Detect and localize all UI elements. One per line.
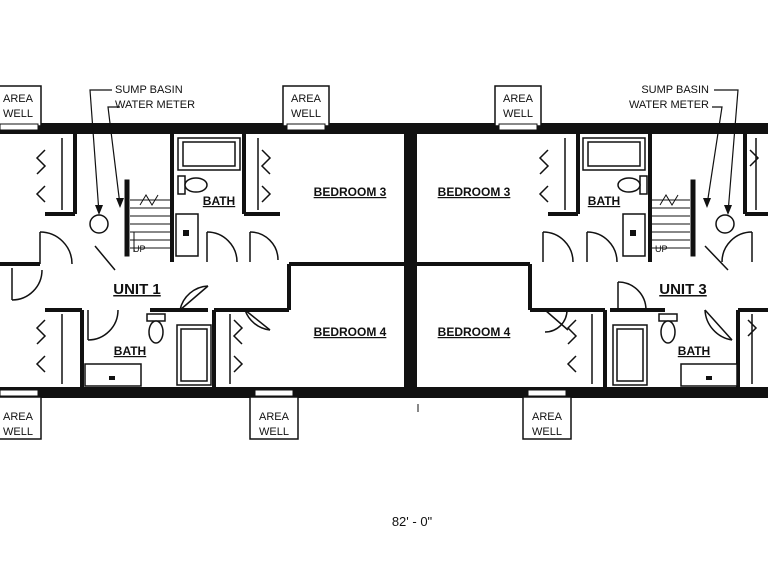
area-well-label: WELL (259, 426, 289, 438)
sump-basin-note: SUMP BASIN (115, 84, 183, 96)
bathtubs (176, 137, 648, 386)
unit-label-1: UNIT 1 (113, 281, 161, 298)
stair-up-label: UP (133, 244, 146, 254)
area-well-windows (0, 123, 567, 397)
water-meter-note: WATER METER (629, 99, 709, 111)
toilets (146, 175, 678, 344)
water-meter-note: WATER METER (115, 99, 195, 111)
area-well-label: WELL (3, 426, 33, 438)
area-well-label: AREA (3, 411, 34, 423)
exterior-walls (0, 123, 768, 398)
area-well-label: AREA (3, 93, 34, 105)
interior-walls (0, 134, 768, 387)
overall-dimension: 82' - 0" (392, 514, 433, 529)
arrow-heads (95, 198, 732, 215)
sink-drains (109, 230, 712, 380)
room-label-bath: BATH (114, 344, 146, 358)
sump-basin-note: SUMP BASIN (641, 84, 709, 96)
stair-up-label: UP (655, 244, 668, 254)
room-label-bedroom-4-right: BEDROOM 4 (438, 325, 511, 339)
area-well-boxes (0, 85, 572, 440)
area-well-label: WELL (291, 108, 321, 120)
room-label-bath: BATH (203, 194, 235, 208)
area-well-label: AREA (532, 411, 563, 423)
bifold-doors (35, 149, 760, 373)
room-label-bedroom-3-right: BEDROOM 3 (438, 185, 511, 199)
room-label-bath: BATH (678, 344, 710, 358)
room-label-bedroom-4-left: BEDROOM 4 (314, 325, 387, 339)
leader-arrows (89, 89, 739, 214)
door-swings (11, 231, 753, 341)
area-well-label: WELL (532, 426, 562, 438)
room-label-bedroom-3-left: BEDROOM 3 (314, 185, 387, 199)
stairs (124, 179, 696, 257)
closet-lines (61, 138, 757, 384)
room-label-bath: BATH (588, 194, 620, 208)
area-well-label: WELL (503, 108, 533, 120)
area-well-label: AREA (503, 93, 534, 105)
sump-basins (89, 214, 735, 234)
area-well-label: AREA (291, 93, 322, 105)
area-well-label: AREA (259, 411, 290, 423)
unit-label-3: UNIT 3 (659, 281, 707, 298)
area-well-label: WELL (3, 108, 33, 120)
